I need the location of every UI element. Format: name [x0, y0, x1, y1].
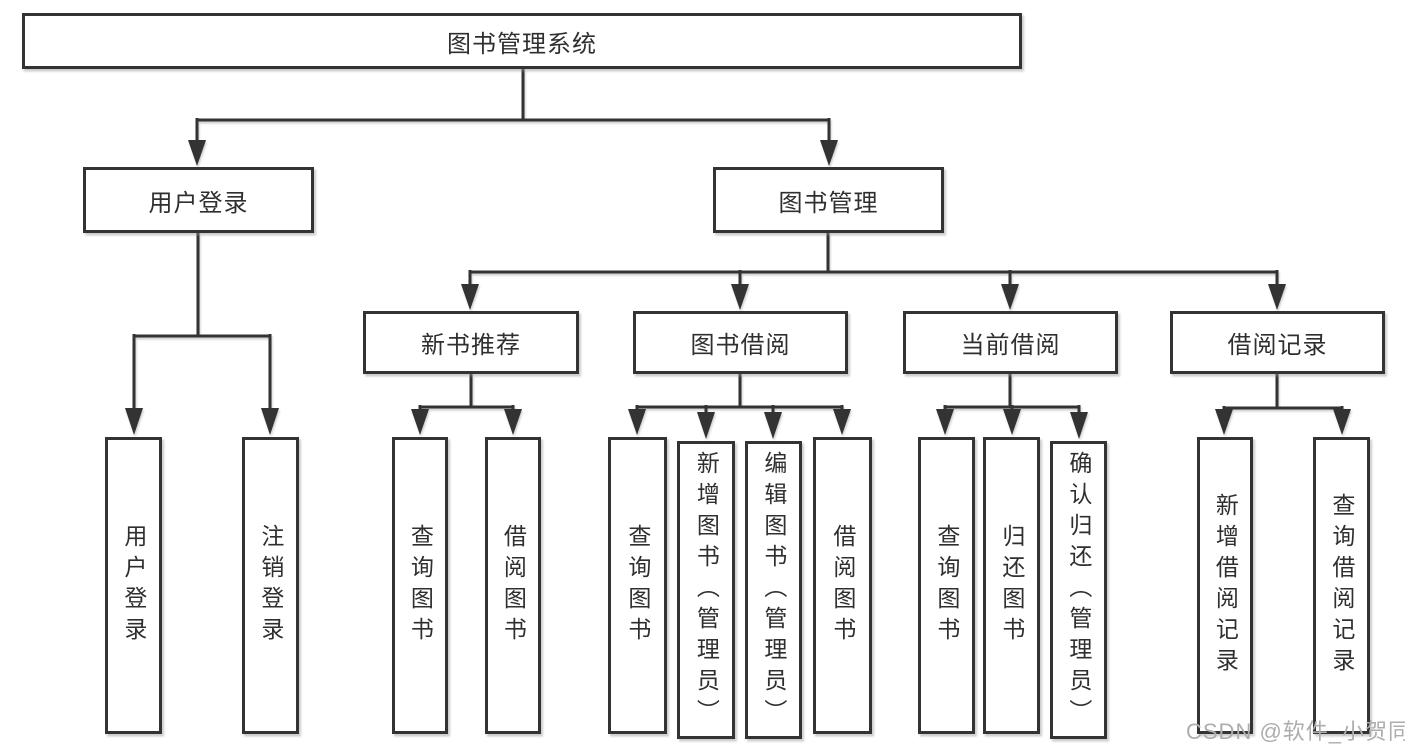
leaf-query-borrow-record: 查询借阅记录	[1313, 437, 1370, 734]
node-label: 用户登录	[120, 523, 147, 648]
leaf-logout: 注销登录	[242, 437, 299, 734]
node-book-borrowing: 图书借阅	[633, 311, 848, 374]
leaf-borrow-books-recommend: 借阅图书	[485, 437, 541, 734]
node-book-management: 图书管理	[713, 167, 944, 233]
connector-book-borrow-children	[628, 374, 851, 439]
node-label: 用户登录	[148, 189, 249, 217]
node-label: 借阅图书	[829, 523, 856, 648]
node-label: 图书借阅	[690, 332, 791, 359]
node-label: 图书管理	[778, 189, 879, 217]
leaf-user-login: 用户登录	[105, 437, 162, 734]
leaf-query-books-current: 查询图书	[918, 437, 975, 734]
connector-borrow-records-children	[1215, 374, 1351, 435]
connector-book-mgmt-to-level3	[461, 233, 1286, 310]
node-label: 注销登录	[257, 523, 284, 648]
node-label: 借阅图书	[500, 523, 527, 648]
node-label: 查询图书	[624, 523, 651, 648]
node-label: 查询图书	[407, 523, 434, 648]
connector-user-login-children	[125, 233, 279, 435]
csdn-watermark: CSDN @软件_小贺同学	[1186, 719, 1405, 744]
node-borrowing-records: 借阅记录	[1170, 311, 1385, 374]
leaf-edit-books-admin: 编辑图书（管理员）	[745, 441, 802, 739]
leaf-confirm-return-admin: 确认归还（管理员）	[1050, 441, 1107, 739]
node-user-login: 用户登录	[83, 167, 314, 233]
leaf-query-books-borrowing: 查询图书	[608, 437, 667, 734]
node-library-management-system: 图书管理系统	[22, 13, 1022, 69]
node-new-book-recommend: 新书推荐	[363, 311, 579, 374]
node-current-borrowing: 当前借阅	[903, 311, 1118, 374]
connector-root-to-level2	[188, 69, 838, 166]
leaf-query-books-recommend: 查询图书	[392, 437, 448, 734]
connector-new-book-rec-children	[411, 374, 522, 435]
node-label: 新书推荐	[421, 332, 521, 359]
node-label: 新增图书（管理员）	[693, 450, 720, 730]
leaf-return-books: 归还图书	[983, 437, 1040, 734]
node-label: 编辑图书（管理员）	[760, 450, 787, 730]
node-label: 图书管理系统	[447, 30, 597, 58]
connector-current-borrow-children	[936, 374, 1088, 439]
node-label: 查询借阅记录	[1328, 492, 1355, 679]
node-label: 借阅记录	[1227, 332, 1328, 359]
node-label: 确认归还（管理员）	[1065, 450, 1092, 730]
leaf-add-books-admin: 新增图书（管理员）	[677, 441, 735, 739]
node-label: 新增借阅记录	[1212, 492, 1239, 679]
leaf-add-borrow-record: 新增借阅记录	[1197, 437, 1253, 734]
node-label: 当前借阅	[960, 332, 1061, 359]
node-label: 归还图书	[998, 523, 1025, 648]
leaf-borrow-books: 借阅图书	[813, 437, 872, 734]
node-label: 查询图书	[933, 523, 960, 648]
